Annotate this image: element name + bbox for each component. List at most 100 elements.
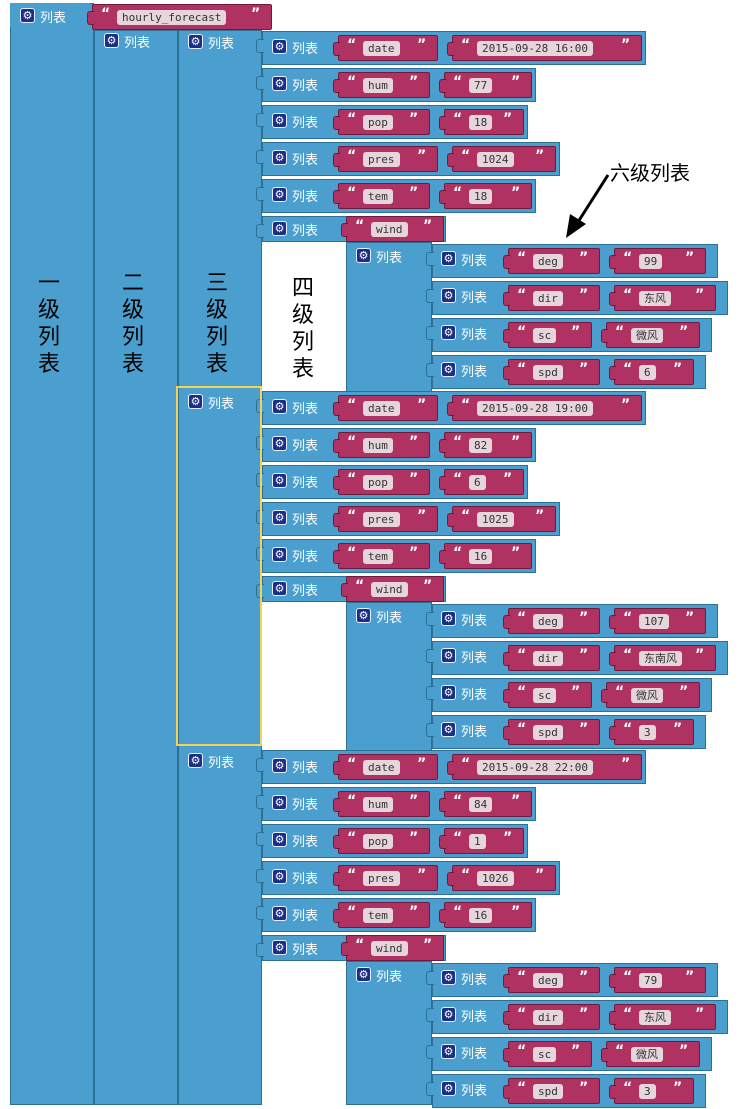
- wind-key-text[interactable]: “sc”: [503, 322, 592, 348]
- text-value[interactable]: 79: [639, 973, 663, 988]
- text-value[interactable]: date: [363, 41, 400, 56]
- value-text-hum[interactable]: “84”: [439, 791, 532, 817]
- wind-value-text[interactable]: “6”: [609, 359, 694, 385]
- text-value[interactable]: spd: [533, 725, 563, 740]
- value-text-pres[interactable]: “1025”: [447, 506, 556, 532]
- text-value[interactable]: pop: [363, 834, 393, 849]
- key-text-hum[interactable]: “hum”: [333, 432, 430, 458]
- text-value[interactable]: spd: [533, 1084, 563, 1099]
- text-value[interactable]: wind: [371, 941, 408, 956]
- level5-list-block[interactable]: [346, 242, 432, 392]
- text-value[interactable]: 东风: [639, 1010, 671, 1025]
- text-value[interactable]: spd: [533, 365, 563, 380]
- text-value[interactable]: dir: [533, 1010, 563, 1025]
- gear-icon[interactable]: ⚙: [272, 758, 287, 773]
- gear-icon[interactable]: ⚙: [20, 8, 35, 23]
- gear-icon[interactable]: ⚙: [441, 970, 456, 985]
- text-value[interactable]: 3: [639, 725, 656, 740]
- value-text-date[interactable]: “2015-09-28 19:00”: [447, 395, 642, 421]
- gear-icon[interactable]: ⚙: [272, 399, 287, 414]
- key-text-pop[interactable]: “pop”: [333, 469, 430, 495]
- text-value[interactable]: 1024: [477, 152, 514, 167]
- gear-icon[interactable]: ⚙: [441, 685, 456, 700]
- wind-value-text[interactable]: “3”: [609, 719, 694, 745]
- level1-list-block[interactable]: [10, 3, 94, 1105]
- text-value[interactable]: 微风: [631, 688, 663, 703]
- gear-icon[interactable]: ⚙: [272, 795, 287, 810]
- text-value[interactable]: 微风: [631, 1047, 663, 1062]
- level5-list-block[interactable]: [346, 961, 432, 1105]
- key-text-tem[interactable]: “tem”: [333, 183, 430, 209]
- gear-icon[interactable]: ⚙: [272, 940, 287, 955]
- text-value[interactable]: hourly_forecast: [117, 10, 227, 25]
- gear-icon[interactable]: ⚙: [441, 648, 456, 663]
- gear-icon[interactable]: ⚙: [441, 1044, 456, 1059]
- gear-icon[interactable]: ⚙: [356, 608, 371, 623]
- text-value[interactable]: 2015-09-28 16:00: [477, 41, 593, 56]
- key-text-wind[interactable]: “wind”: [341, 935, 444, 961]
- key-text-wind[interactable]: “wind”: [341, 216, 444, 242]
- text-value[interactable]: 2015-09-28 22:00: [477, 760, 593, 775]
- gear-icon[interactable]: ⚙: [272, 906, 287, 921]
- text-value[interactable]: hum: [363, 438, 393, 453]
- wind-key-text[interactable]: “dir”: [503, 285, 600, 311]
- gear-icon[interactable]: ⚙: [272, 869, 287, 884]
- text-value[interactable]: 东南风: [639, 651, 682, 666]
- key-text-date[interactable]: “date”: [333, 395, 438, 421]
- wind-value-text[interactable]: “微风”: [601, 322, 700, 348]
- gear-icon[interactable]: ⚙: [441, 1007, 456, 1022]
- text-value[interactable]: dir: [533, 651, 563, 666]
- gear-icon[interactable]: ⚙: [441, 288, 456, 303]
- value-text-pres[interactable]: “1024”: [447, 146, 556, 172]
- text-value[interactable]: 6: [469, 475, 486, 490]
- key-text-tem[interactable]: “tem”: [333, 902, 430, 928]
- text-value[interactable]: 1026: [477, 871, 514, 886]
- text-value[interactable]: deg: [533, 254, 563, 269]
- root-key-text[interactable]: “hourly_forecast”: [87, 4, 272, 30]
- text-value[interactable]: 84: [469, 797, 493, 812]
- text-value[interactable]: tem: [363, 189, 393, 204]
- key-text-pop[interactable]: “pop”: [333, 109, 430, 135]
- value-text-hum[interactable]: “82”: [439, 432, 532, 458]
- text-value[interactable]: wind: [371, 582, 408, 597]
- gear-icon[interactable]: ⚙: [272, 473, 287, 488]
- value-text-date[interactable]: “2015-09-28 22:00”: [447, 754, 642, 780]
- text-value[interactable]: pres: [363, 871, 400, 886]
- key-text-date[interactable]: “date”: [333, 35, 438, 61]
- text-value[interactable]: tem: [363, 549, 393, 564]
- text-value[interactable]: pop: [363, 475, 393, 490]
- gear-icon[interactable]: ⚙: [441, 325, 456, 340]
- gear-icon[interactable]: ⚙: [441, 362, 456, 377]
- wind-value-text[interactable]: “微风”: [601, 1041, 700, 1067]
- text-value[interactable]: 16: [469, 549, 493, 564]
- text-value[interactable]: 18: [469, 189, 493, 204]
- gear-icon[interactable]: ⚙: [188, 753, 203, 768]
- wind-value-text[interactable]: “107”: [609, 608, 706, 634]
- value-text-pop[interactable]: “6”: [439, 469, 524, 495]
- text-value[interactable]: date: [363, 760, 400, 775]
- key-text-pres[interactable]: “pres”: [333, 865, 438, 891]
- text-value[interactable]: sc: [533, 1047, 557, 1062]
- gear-icon[interactable]: ⚙: [441, 1081, 456, 1096]
- text-value[interactable]: 82: [469, 438, 493, 453]
- text-value[interactable]: 77: [469, 78, 493, 93]
- gear-icon[interactable]: ⚙: [272, 832, 287, 847]
- text-value[interactable]: deg: [533, 614, 563, 629]
- gear-icon[interactable]: ⚙: [272, 113, 287, 128]
- text-value[interactable]: 107: [639, 614, 669, 629]
- wind-key-text[interactable]: “deg”: [503, 967, 600, 993]
- gear-icon[interactable]: ⚙: [441, 611, 456, 626]
- gear-icon[interactable]: ⚙: [272, 221, 287, 236]
- gear-icon[interactable]: ⚙: [188, 34, 203, 49]
- text-value[interactable]: tem: [363, 908, 393, 923]
- gear-icon[interactable]: ⚙: [188, 394, 203, 409]
- text-value[interactable]: 1025: [477, 512, 514, 527]
- text-value[interactable]: 东风: [639, 291, 671, 306]
- wind-key-text[interactable]: “dir”: [503, 1004, 600, 1030]
- text-value[interactable]: pres: [363, 512, 400, 527]
- key-text-pop[interactable]: “pop”: [333, 828, 430, 854]
- wind-value-text[interactable]: “微风”: [601, 682, 700, 708]
- text-value[interactable]: 18: [469, 115, 493, 130]
- text-value[interactable]: 1: [469, 834, 486, 849]
- text-value[interactable]: 16: [469, 908, 493, 923]
